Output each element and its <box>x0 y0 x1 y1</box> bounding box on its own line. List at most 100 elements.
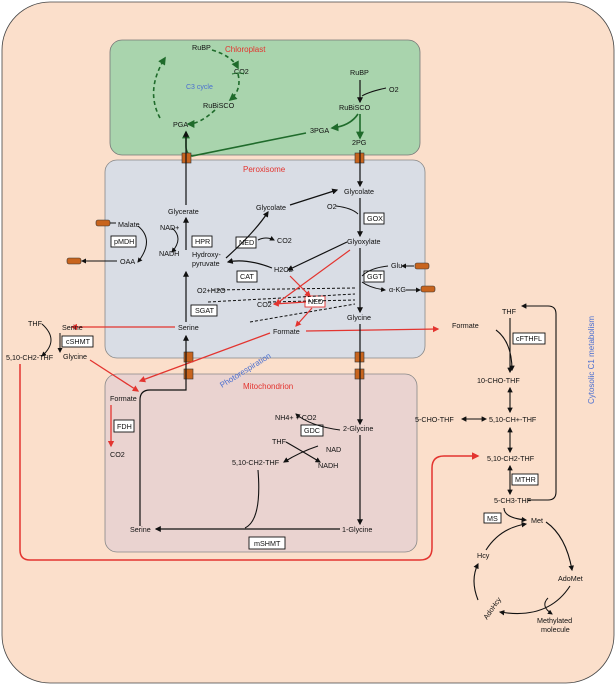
nad-mito: NAD <box>326 445 341 454</box>
ggt-to-akg <box>361 281 386 292</box>
formate-perox: Formate <box>273 327 300 336</box>
peroxisome-compartment <box>104 159 426 359</box>
molecule: molecule <box>541 625 570 634</box>
1-glycine: 1-Glycine <box>342 525 372 534</box>
glycolate-top: Glycolate <box>344 187 374 196</box>
fdh-label: FDH <box>117 422 132 431</box>
thf-left: THF <box>28 319 43 328</box>
ned-top-box <box>235 236 257 249</box>
methylated: Methylated <box>537 616 572 625</box>
red-formate-to-cytosol <box>305 325 440 333</box>
methylene-thf-left: 5,10-CH2-THF <box>6 353 54 362</box>
sgat-dashed-2 <box>207 293 356 303</box>
met-to-adomet <box>545 521 574 572</box>
c3-cycle-label: C3 cycle <box>186 84 213 91</box>
serine-up-to-perox <box>139 334 189 526</box>
thf-c1: THF <box>502 307 517 316</box>
c3-cycle-arrow-bottom <box>186 109 216 128</box>
adomet: AdoMet <box>558 574 583 583</box>
o2-perox: O2 <box>327 202 337 211</box>
glycerate: Glycerate <box>168 207 199 216</box>
cat-box <box>236 270 258 283</box>
nadh: NADH <box>159 249 179 258</box>
cshmt-label: cSHMT <box>66 337 91 346</box>
serine-left: Serine <box>62 323 83 332</box>
cytosolic-c1-label: Cytosolic C1 metabolism <box>587 316 596 404</box>
red-glycine-to-mito <box>89 359 140 392</box>
transporter-akg <box>420 285 436 293</box>
gdc-cross-1 <box>285 441 321 463</box>
methylene-thf-c1: 5,10-CH2-THF <box>487 454 535 463</box>
pmdh-label: pMDH <box>114 237 134 246</box>
sgat-dashed-1 <box>211 287 356 291</box>
5-ch3-thf: 5-CH3-THF <box>494 496 532 505</box>
transporter-oaa <box>66 257 82 265</box>
2-glycine: 2-Glycine <box>343 424 373 433</box>
ms-label: MS <box>487 514 498 523</box>
methylene-to-mshmt <box>244 469 260 529</box>
gdc-cross-2 <box>283 445 319 463</box>
o2-chloro: O2 <box>389 85 399 94</box>
glu-to-ggt <box>361 265 389 277</box>
rubp-right: RuBP <box>350 68 369 77</box>
thf-mito: THF <box>272 437 287 446</box>
co2-to-cycle <box>231 72 245 75</box>
oaa: OAA <box>120 257 135 266</box>
nad-plus: NAD+ <box>160 223 179 232</box>
cfthfl-label: cFTHFL <box>516 334 542 343</box>
chloroplast-compartment <box>109 39 421 156</box>
gox-box <box>363 212 385 225</box>
adohcy-to-hcy <box>473 563 479 601</box>
methenyl-thf: 5,10-CH+-THF <box>489 415 537 424</box>
gdc-arc-top <box>295 413 341 431</box>
ggt-box <box>363 270 385 283</box>
adomet-to-adohcy <box>498 585 571 616</box>
gdc-label: GDC <box>304 426 320 435</box>
sgat-dashed-3 <box>267 299 356 303</box>
cat-label: CAT <box>240 272 254 281</box>
gdc-box <box>300 424 324 437</box>
rubp-left: RuBP <box>192 43 211 52</box>
transporter-malate <box>95 219 111 227</box>
rubisco-left: RuBiSCO <box>203 101 235 110</box>
ned-co2 <box>257 235 275 241</box>
10-cho-thf: 10-CHO-THF <box>477 376 520 385</box>
hydroxypyruvate-to-glycolate <box>225 210 269 259</box>
ned-top-label: NED <box>239 238 254 247</box>
mthr-label: MTHR <box>515 475 536 484</box>
sgat-label: SGAT <box>195 306 215 315</box>
serine-mito: Serine <box>130 525 151 534</box>
red-long-path <box>19 364 480 561</box>
red-ned-to-formate <box>295 307 313 327</box>
pyruvate: pyruvate <box>192 259 220 268</box>
pmdh-loop <box>137 225 147 263</box>
red-glyoxylate-to-co2 <box>275 249 351 305</box>
hpr-box <box>191 235 213 248</box>
c3-cycle-arrow-top <box>211 49 239 70</box>
formate-mito: Formate <box>110 394 137 403</box>
cshmt-loop <box>41 323 52 357</box>
glycolate-mid: Glycolate <box>256 203 286 212</box>
cshmt-box <box>61 335 94 348</box>
glyoxylate-to-h2o2 <box>286 241 348 271</box>
2pg: 2PG <box>352 138 367 147</box>
h2o2: H2O2 <box>274 265 293 274</box>
mitochondrion-compartment <box>104 373 418 553</box>
glycine-left: Glycine <box>63 352 87 361</box>
mshmt-label: mSHMT <box>254 539 281 548</box>
met: Met <box>531 516 543 525</box>
sgat-box <box>190 304 218 317</box>
formate-thf-loop <box>495 329 515 372</box>
serine-perox: Serine <box>178 323 199 332</box>
3pga: 3PGA <box>310 126 329 135</box>
hydroxy: Hydroxy- <box>192 250 221 259</box>
ch3-to-met <box>503 507 528 523</box>
5-cho-thf: 5-CHO-THF <box>415 415 454 424</box>
ms-box <box>483 512 502 524</box>
malate: Malate <box>118 220 140 229</box>
chloroplast-title: Chloroplast <box>225 45 266 54</box>
mshmt-box <box>248 536 286 550</box>
c3-cycle-arrow-left <box>152 56 166 119</box>
red-formate-to-mito <box>138 332 271 383</box>
